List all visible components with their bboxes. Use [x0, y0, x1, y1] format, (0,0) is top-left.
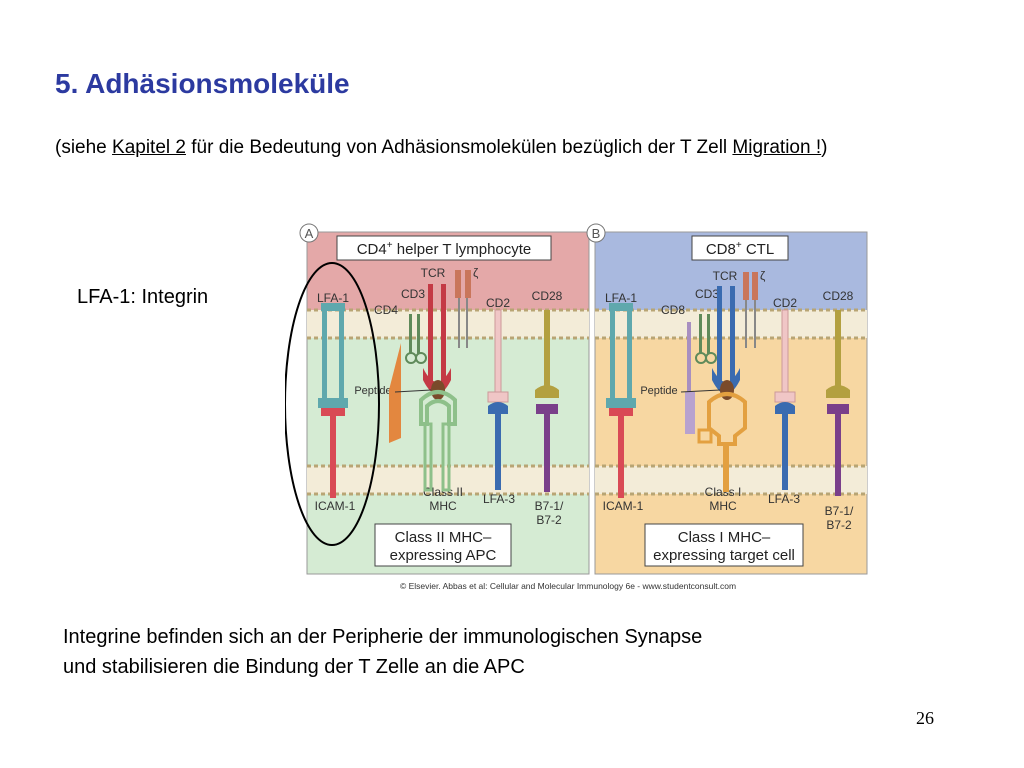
body-text: Integrine befinden sich an der Peripheri… [63, 622, 702, 682]
label-b-cd8: CD8 [661, 303, 685, 317]
label-b-b7-1: B7-1/ [825, 504, 854, 518]
panel-b-title-box [691, 235, 789, 261]
subtitle-suffix: ) [821, 137, 828, 158]
a-cd3-molecule [405, 314, 427, 364]
a-zeta-molecule [455, 270, 471, 348]
label-a-tcr: TCR [421, 266, 446, 280]
label-a-icam1: ICAM-1 [315, 499, 356, 513]
label-b-cd2: CD2 [773, 296, 797, 310]
panel-a-badge [299, 223, 319, 243]
a-cd4-molecule [389, 343, 401, 443]
label-b-peptide: Peptide [640, 385, 677, 397]
label-b-mhc-2: MHC [709, 499, 737, 513]
a-mhc-molecule [419, 390, 457, 492]
b-peptide [720, 380, 734, 400]
panel-a-letter: A [305, 226, 314, 241]
lfa1-highlight-ellipse [284, 262, 380, 546]
a-icam1-molecule [321, 408, 345, 498]
a-lfa1-molecule [318, 303, 348, 408]
a-cd2-molecule [487, 309, 509, 403]
label-b-cd3: CD3 [695, 287, 719, 301]
b-cd3-molecule [695, 314, 717, 364]
a-lfa3-molecule [488, 402, 508, 490]
a-b7-molecule [536, 404, 558, 492]
panel-b-apc-line2: expressing target cell [653, 547, 795, 564]
label-a-mhc-2: MHC [429, 499, 457, 513]
panel-b-cell-title: CD8+ CTL [706, 240, 774, 258]
b-zeta-molecule [743, 272, 758, 348]
label-a-zeta: ζ [473, 266, 479, 280]
body-line-2: und stabilisieren die Bindung der T Zell… [63, 656, 525, 678]
b-cd8-molecule [685, 322, 695, 434]
slide-title: 5. Adhäsionsmoleküle [55, 68, 350, 99]
synapse-figure: A CD4+ helper T lymphocyte LFA-1 CD3 TCR… [284, 218, 885, 598]
label-a-cd3: CD3 [401, 287, 425, 301]
label-a-cd2: CD2 [486, 296, 510, 310]
panel-a-title-box [336, 235, 552, 261]
panel-a-apc-line2: expressing APC [390, 547, 497, 564]
panel-a-cell-title: CD4+ helper T lymphocyte [357, 240, 532, 258]
b-lfa1-molecule [606, 303, 636, 408]
label-b-tcr: TCR [713, 269, 738, 283]
b-cd28-molecule [826, 310, 850, 398]
label-b-lfa3: LFA-3 [768, 492, 800, 506]
subtitle-middle: für die Bedeutung von Adhäsionsmolekülen… [185, 137, 733, 158]
label-b-lfa1: LFA-1 [605, 291, 637, 305]
label-b-cd28: CD28 [823, 289, 854, 303]
panel-b-letter: B [592, 226, 601, 241]
label-a-lfa1: LFA-1 [317, 291, 349, 305]
panel-b-apc-line1: Class I MHC– [678, 529, 771, 546]
panel-a: A CD4+ helper T lymphocyte LFA-1 CD3 TCR… [299, 223, 590, 575]
label-a-cd28: CD28 [532, 289, 563, 303]
b-cd2-molecule [774, 309, 796, 403]
b-b7-molecule [827, 404, 849, 496]
link-migration[interactable]: Migration ! [732, 137, 822, 158]
b-mhc-molecule [697, 392, 747, 492]
figure-copyright: © Elsevier. Abbas et al: Cellular and Mo… [400, 581, 736, 591]
panel-b: B CD8+ CTL LFA-1 CD8 CD3 TCR ζ CD2 CD28 … [586, 223, 868, 575]
label-a-mhc-1: Class II [423, 485, 463, 499]
a-cd28-molecule [535, 310, 559, 398]
label-a-peptide: Peptide [354, 385, 391, 397]
label-a-b7-1: B7-1/ [535, 499, 564, 513]
label-a-b7-2: B7-2 [536, 513, 562, 527]
panel-b-badge [586, 223, 606, 243]
page-number: 26 [916, 708, 934, 728]
panel-a-apc-box [374, 523, 512, 567]
label-a-cd4: CD4 [374, 303, 398, 317]
label-b-zeta: ζ [760, 269, 766, 283]
b-lfa3-molecule [775, 402, 795, 490]
label-a-lfa3: LFA-3 [483, 492, 515, 506]
panel-a-apc-line1: Class II MHC– [395, 529, 492, 546]
link-kapitel-2[interactable]: Kapitel 2 [112, 137, 186, 158]
b-icam1-molecule [609, 408, 633, 498]
subtitle-prefix: (siehe [55, 137, 113, 158]
label-b-b7-2: B7-2 [826, 518, 852, 532]
label-b-icam1: ICAM-1 [603, 499, 644, 513]
lfa1-callout: LFA-1: Integrin [77, 286, 209, 308]
subtitle: (siehe Kapitel 2 für die Bedeutung von A… [55, 137, 827, 159]
panel-b-apc-box [644, 523, 804, 567]
body-line-1: Integrine befinden sich an der Peripheri… [63, 626, 703, 648]
